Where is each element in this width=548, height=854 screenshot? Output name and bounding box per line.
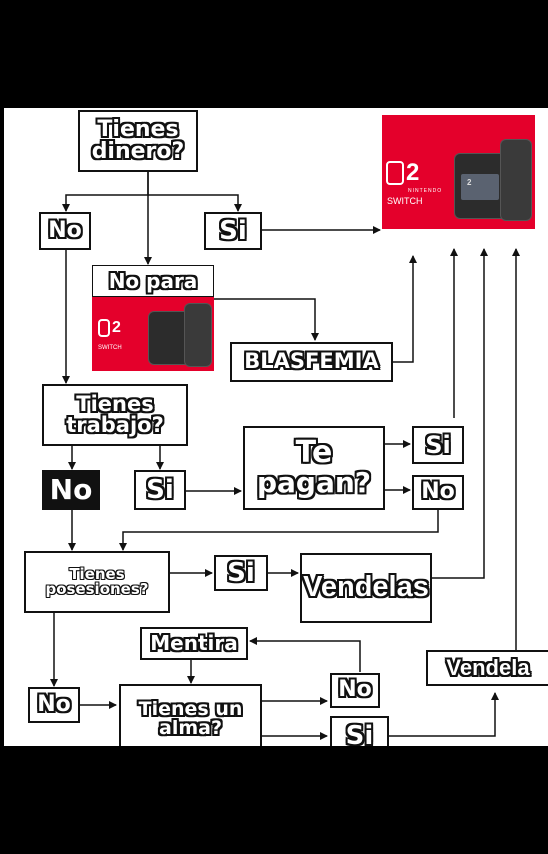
label-tienes-dinero-2: dinero?	[91, 139, 185, 164]
label-si-2: Si	[146, 474, 174, 505]
arrow-si-to-vendela	[389, 692, 499, 737]
label-vendela: Vendela	[446, 654, 530, 680]
label-no-2: No	[49, 472, 93, 506]
label-no-para: No para	[108, 268, 198, 293]
brand-line2: SWITCH	[387, 196, 423, 206]
label-no-5: No	[338, 677, 372, 703]
arrow-nopara-to-blasfemia	[214, 298, 319, 341]
label-si-1: Si	[219, 215, 247, 246]
node-no-3: No	[412, 475, 464, 510]
node-no-4: No	[28, 687, 80, 723]
node-vendela: Vendela	[426, 650, 548, 686]
console-badge: 2	[467, 178, 472, 187]
node-tienes-un-alma: Tienes un alma?	[119, 684, 262, 746]
node-no-1: No	[39, 212, 91, 250]
label-tienes-posesiones-1: Tienes	[69, 564, 125, 583]
node-vendelas: Vendelas	[300, 553, 432, 623]
label-tienes-trabajo-1: Tienes	[76, 391, 154, 416]
joycon-icon-small	[98, 319, 110, 337]
flowchart-connectors	[50, 172, 520, 740]
switch2-image-small: 2 SWITCH	[92, 297, 214, 371]
label-tienes-trabajo-2: trabajo?	[66, 413, 164, 437]
node-no-5: No	[330, 673, 380, 708]
label-si-5: Si	[345, 720, 374, 746]
node-tienes-posesiones: Tienes posesiones?	[24, 551, 170, 613]
label-mentira: Mentira	[150, 631, 238, 656]
node-no-2: No	[42, 470, 100, 510]
switch-logo-small: 2	[98, 319, 121, 337]
node-tienes-trabajo: Tienes trabajo?	[42, 384, 188, 446]
arrow-no-to-mentira	[249, 637, 361, 672]
flowchart-panel: 2 NINTENDO SWITCH 2 Tienes dinero? No Si…	[4, 108, 548, 746]
label-tienes-un-alma-2: alma?	[159, 717, 222, 739]
brand-line1: NINTENDO	[408, 188, 443, 194]
node-tienes-dinero: Tienes dinero?	[78, 110, 198, 172]
arrow-te-pagan-no-to-posesiones	[119, 510, 439, 551]
label-tienes-un-alma-1: Tienes un	[138, 697, 243, 720]
label-tienes-dinero-1: Tienes	[97, 116, 179, 142]
console-side-image-small	[184, 303, 212, 367]
switch2-image-top: 2 NINTENDO SWITCH 2	[382, 115, 535, 229]
arrow-blasfemia-to-switch	[393, 255, 417, 363]
label-si-3: Si	[425, 430, 451, 459]
label-si-4: Si	[227, 557, 255, 588]
joycon-icon	[386, 161, 404, 185]
arrow-vendelas-up	[432, 248, 488, 579]
node-si-4: Si	[214, 555, 268, 591]
node-si-1: Si	[204, 212, 262, 250]
node-mentira: Mentira	[140, 627, 248, 660]
brand-line2-small: SWITCH	[98, 345, 122, 351]
label-tienes-posesiones-2: posesiones?	[45, 580, 149, 598]
node-te-pagan: Te pagan?	[243, 426, 385, 510]
label-vendelas: Vendelas	[303, 571, 429, 604]
label-no-3: No	[421, 479, 455, 505]
label-no-4: No	[37, 691, 71, 717]
node-no-para: No para	[92, 265, 214, 297]
console-dock-image: 2	[454, 153, 508, 219]
switch-logo: 2	[386, 159, 419, 187]
label-te-pagan-1: Te	[295, 435, 333, 471]
console-side-image	[500, 139, 532, 221]
node-blasfemia: BLASFEMIA	[230, 342, 393, 382]
console-screen: 2	[461, 174, 499, 200]
arrow-dinero-to-si	[148, 194, 242, 212]
label-no-1: No	[48, 217, 82, 243]
logo-number-small: 2	[112, 319, 121, 336]
label-blasfemia: BLASFEMIA	[244, 349, 379, 374]
label-te-pagan-2: pagan?	[256, 466, 372, 500]
node-si-5: Si	[330, 716, 389, 746]
node-si-2: Si	[134, 470, 186, 510]
node-si-3: Si	[412, 426, 464, 464]
logo-number: 2	[406, 159, 420, 186]
arrow-dinero-to-no	[62, 172, 149, 212]
